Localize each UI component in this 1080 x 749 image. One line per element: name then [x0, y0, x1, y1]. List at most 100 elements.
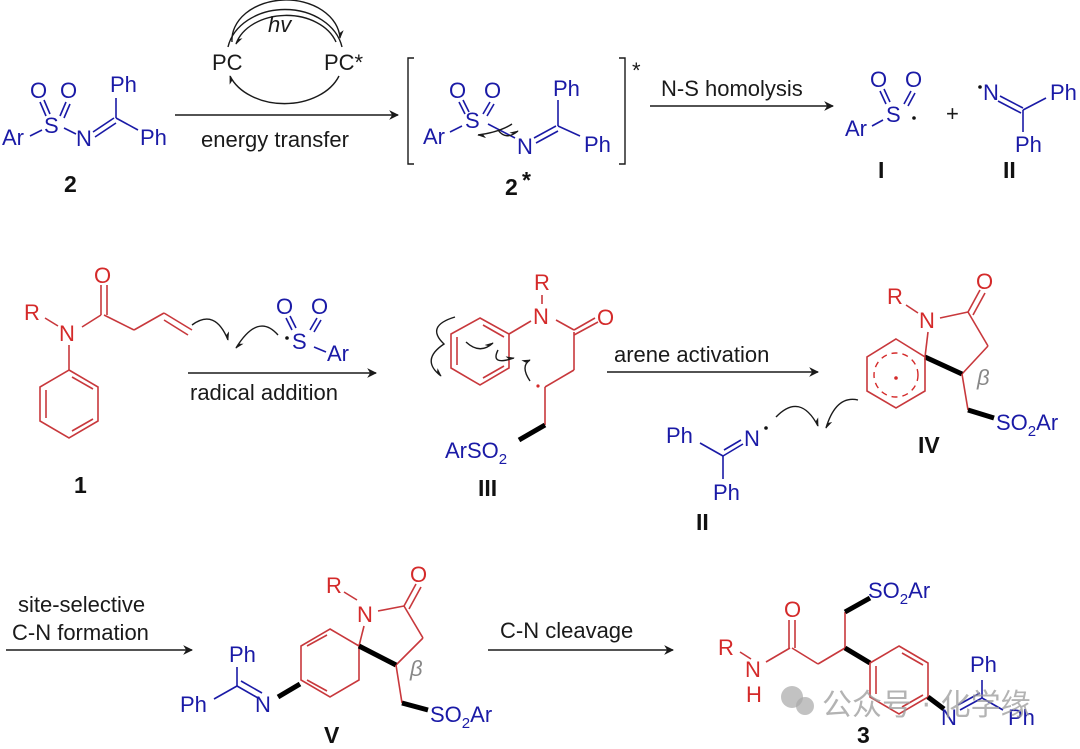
- atom-n: N: [255, 692, 271, 717]
- electron-arrow: [235, 325, 279, 349]
- atom-o: O: [784, 597, 801, 622]
- atom-n: N: [919, 308, 935, 333]
- energy-transfer-arrow: energy transfer hv PC PC*: [175, 0, 399, 152]
- phenyl-label: Ph: [1050, 80, 1077, 105]
- atom-r: R: [718, 635, 734, 660]
- electron-arrow: [497, 129, 519, 137]
- atom-n: N: [357, 602, 373, 627]
- atom-n: N: [983, 80, 999, 105]
- cyclohexadienyl-ring: [866, 338, 926, 409]
- delocalized-radical-ring: [873, 352, 919, 398]
- atom-n: N: [745, 657, 761, 682]
- compound-label-2-excited: 2: [505, 174, 518, 200]
- left-bracket: [407, 57, 414, 165]
- sulfonyl-label: SO2Ar: [996, 410, 1058, 440]
- phenyl-label: Ph: [110, 72, 137, 97]
- atom-n: N: [744, 426, 760, 451]
- compound-label-3: 3: [857, 722, 870, 748]
- phenyl-ring: [39, 369, 99, 439]
- intermediate-V: Ph Ph N R N O β SO2Ar V: [180, 562, 492, 748]
- watermark: 公众号 · 化学缘: [781, 686, 1031, 723]
- atom-s: S: [886, 102, 901, 127]
- atom-o: O: [94, 263, 111, 288]
- atom-h: H: [746, 682, 762, 707]
- pc-label: PC: [212, 50, 243, 75]
- intermediate-III: R N O ArSO2 III: [430, 270, 614, 501]
- plus-sign: +: [946, 101, 959, 126]
- atom-n: N: [76, 126, 92, 151]
- atom-o: O: [484, 78, 501, 103]
- atom-s: S: [292, 329, 307, 354]
- excitation-arrow: [231, 0, 344, 43]
- cn-cleavage-arrow: C-N cleavage: [488, 618, 674, 655]
- electron-arrow: [477, 123, 513, 139]
- electron-arrow: [825, 398, 859, 429]
- atom-n: N: [59, 321, 75, 346]
- phenyl-label: Ph: [666, 423, 693, 448]
- atom-o: O: [976, 269, 993, 294]
- arylsulfonyl-label: ArSO2: [445, 438, 507, 468]
- relaxation-arrow: [235, 14, 337, 45]
- compound-label-star: *: [522, 167, 531, 193]
- electron-arrow: [521, 359, 531, 382]
- beta-label: β: [409, 656, 423, 681]
- atom-o: O: [870, 67, 887, 92]
- arrow-label: N-S homolysis: [661, 76, 803, 101]
- radical-dot: [536, 384, 540, 388]
- arrow-label: energy transfer: [201, 127, 349, 152]
- arrow-label-line1: site-selective: [18, 592, 145, 617]
- atom-ar: Ar: [327, 341, 349, 366]
- phenyl-label: Ph: [1008, 705, 1035, 730]
- electron-arrow: [191, 318, 230, 341]
- atom-o: O: [30, 78, 47, 103]
- compound-label-1: 1: [74, 472, 87, 498]
- radical-dot: [764, 426, 768, 430]
- radical-dot: [285, 336, 289, 340]
- atom-o: O: [597, 305, 614, 330]
- compound-label-IV: IV: [918, 432, 940, 458]
- atom-r: R: [534, 270, 550, 295]
- excited-star: *: [632, 58, 641, 83]
- atom-o: O: [410, 562, 427, 587]
- phenyl-label: Ph: [140, 125, 167, 150]
- intermediate-IV: R N O β SO2Ar IV: [866, 269, 1058, 458]
- atom-ar: Ar: [2, 125, 24, 150]
- atom-n: N: [941, 705, 957, 730]
- electron-arrow: [465, 341, 494, 350]
- hv-label: hv: [268, 12, 293, 37]
- excited-compound-2: * O O S Ar N Ph Ph 2 *: [407, 57, 641, 200]
- atom-o: O: [276, 294, 293, 319]
- atom-s: S: [465, 108, 480, 133]
- beta-label: β: [976, 365, 990, 390]
- phenyl-ring: [869, 645, 929, 715]
- atom-o: O: [905, 67, 922, 92]
- atom-o: O: [449, 78, 466, 103]
- electron-arrow: [775, 405, 819, 427]
- radical-II-middle: Ph N Ph II: [666, 398, 859, 535]
- atom-s: S: [44, 113, 59, 138]
- compound-label-I: I: [878, 157, 884, 183]
- phenyl-label: Ph: [713, 480, 740, 505]
- product-3: R N H O SO2Ar N Ph Ph 3: [718, 578, 1035, 748]
- arrow-label: radical addition: [190, 380, 338, 405]
- atom-ar: Ar: [845, 116, 867, 141]
- atom-o: O: [311, 294, 328, 319]
- phenyl-label: Ph: [553, 76, 580, 101]
- homolysis-arrow: N-S homolysis: [650, 76, 834, 111]
- radical-I: O O S Ar I: [845, 67, 922, 183]
- phenyl-label: Ph: [180, 692, 207, 717]
- compound-label-III: III: [478, 475, 497, 501]
- radical-II-top: N Ph Ph II: [978, 80, 1077, 183]
- arrow-label-line2: C-N formation: [12, 620, 149, 645]
- atom-ar: Ar: [423, 124, 445, 149]
- atom-r: R: [887, 284, 903, 309]
- phenyl-label: Ph: [229, 642, 256, 667]
- atom-r: R: [24, 300, 40, 325]
- radical-dot: [894, 376, 898, 380]
- compound-1: R N O 1: [24, 263, 193, 498]
- arrow-label: arene activation: [614, 342, 769, 367]
- radical-dot: [912, 116, 916, 120]
- electron-arrow: [430, 316, 456, 377]
- atom-o: O: [60, 78, 77, 103]
